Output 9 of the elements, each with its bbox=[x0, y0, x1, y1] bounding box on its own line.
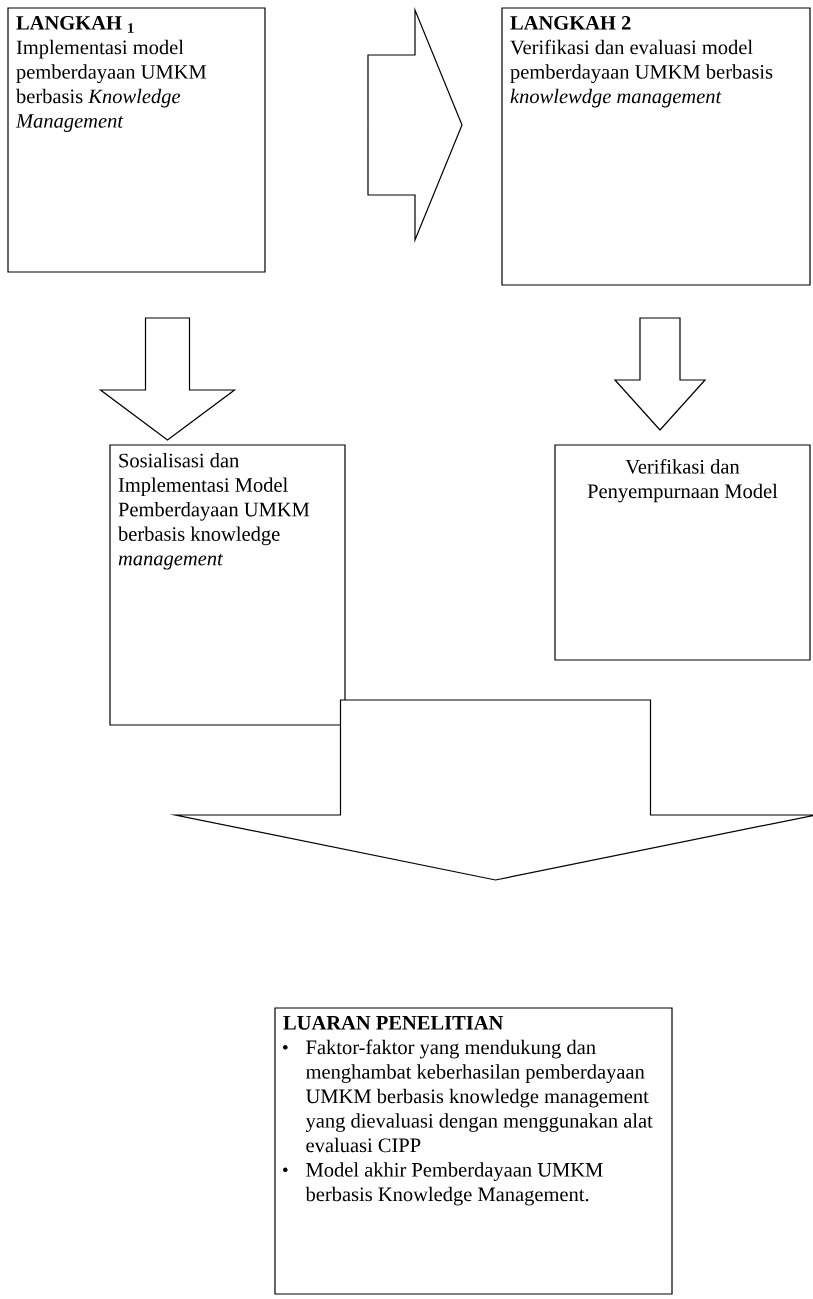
process-box: LANGKAH 2 Verifikasi dan evaluasi model pemberdayaan UMKM berbasis knowlewdge management bbox=[501, 7, 811, 286]
process-box: Sosialisasi dan Implementasi Model Pemberdayaan UMKM berbasis knowledge management bbox=[109, 444, 346, 726]
block-arrow bbox=[367, 6, 463, 244]
process-box: Verifikasi dan Penyempurnaan Model bbox=[554, 444, 811, 661]
process-box: LUARAN PENELITIAN Faktor-faktor yang mendukung dan menghambat keberhasilan pemberdayaan UMKM berbasis knowledge management yang dievaluasi dengan menggunakan alat evaluasi CIPP Model akhir Pemberdayaan UMKM berbasis Knowledge Management. bbox=[274, 1007, 673, 1295]
process-box: LANGKAH $_{1}$ Implementasi model pemberdayaan UMKM berbasis Knowledge Management bbox=[7, 7, 266, 273]
block-arrow bbox=[613, 317, 707, 431]
block-arrow bbox=[98, 317, 237, 441]
block-arrow bbox=[169, 699, 813, 881]
